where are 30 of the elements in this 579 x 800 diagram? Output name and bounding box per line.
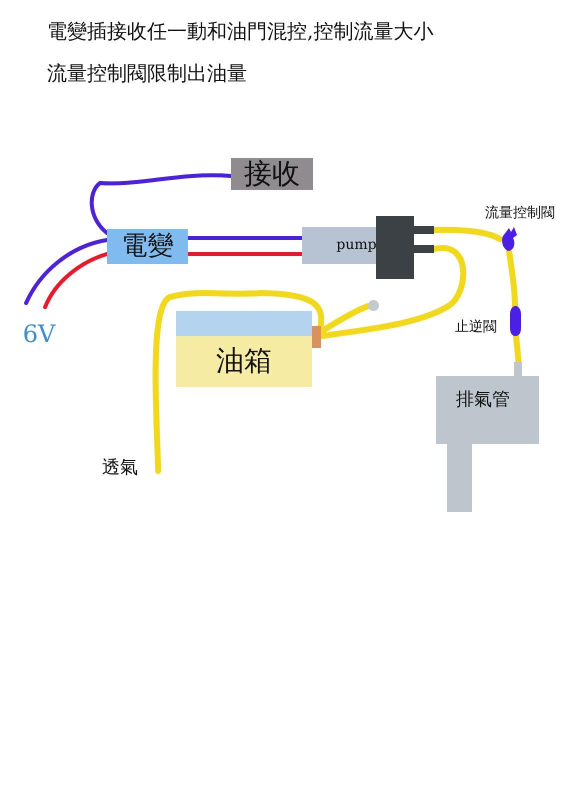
pump-body: [302, 227, 377, 264]
pump-label: pump: [336, 238, 377, 254]
fuel-hose: [152, 290, 324, 474]
voltage-label: 6V: [22, 320, 56, 348]
wire: [186, 252, 304, 256]
controller-box: [107, 229, 188, 264]
fuel-hose: [431, 226, 503, 242]
receiver-label: 接收: [244, 158, 300, 190]
note-text: 電變插接收任一動和油門混控,控制流量大小: [47, 18, 434, 45]
fuel-hose: [513, 333, 522, 365]
receiver-box: [231, 158, 313, 190]
fuel-tank: [176, 311, 322, 387]
hose-cap: [368, 300, 379, 311]
wire: [90, 173, 233, 235]
fuel-hose: [506, 249, 518, 309]
note-text: 流量控制閥限制出油量: [47, 60, 247, 87]
valve-label: 流量控制閥: [485, 204, 555, 222]
fuel-hose: [319, 244, 466, 340]
wire: [43, 252, 109, 310]
vent-label: 透氣: [102, 458, 138, 478]
wire: [24, 238, 109, 305]
tank-label: 油箱: [216, 346, 272, 377]
pump-head: [376, 216, 434, 279]
controller-label: 電變: [122, 232, 174, 261]
valve-label: 止逆閥: [455, 318, 497, 336]
check-valve: [510, 306, 521, 336]
exhaust-label: 排氣管: [456, 390, 510, 410]
fuel-hose: [319, 303, 371, 334]
wire: [186, 236, 304, 240]
flow-control-valve: [499, 226, 518, 252]
